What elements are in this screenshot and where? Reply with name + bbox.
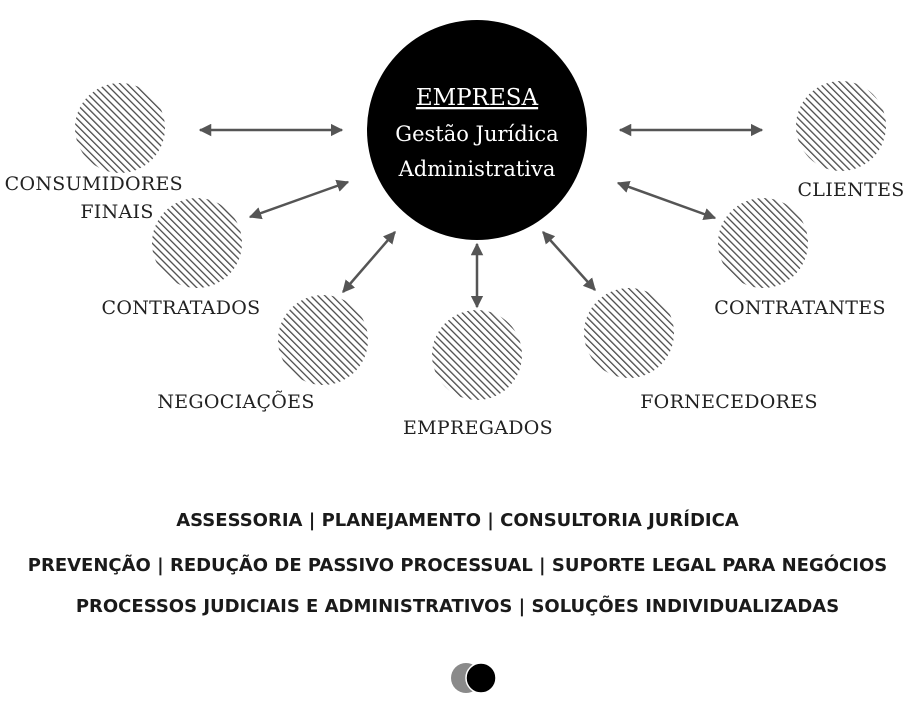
node-contratados: CONTRATADOS [102,198,261,319]
node-label: EMPREGADOS [403,417,553,439]
center-line-1: Gestão Jurídica [395,122,558,146]
hatched-circle [75,83,165,173]
two-circles-logo-icon [451,662,497,694]
node-negociacoes: NEGOCIAÇÕES [157,295,368,413]
services-line-3: PROCESSOS JUDICIAIS E ADMINISTRATIVOS | … [75,596,840,617]
center-line-2: Administrativa [398,157,556,181]
node-clientes: CLIENTES [796,81,904,201]
hatched-circle [152,198,242,288]
arrow-contratantes [616,180,717,221]
node-label: FORNECEDORES [640,391,818,413]
node-label: CONTRATANTES [714,297,886,319]
hatched-circle [278,295,368,385]
services-line-1: ASSESSORIA | PLANEJAMENTO | CONSULTORIA … [176,510,739,531]
arrow-contratados [248,179,350,220]
hatched-circle [796,81,886,171]
node-contratantes: CONTRATANTES [714,198,886,319]
services-line-2: PREVENÇÃO | REDUÇÃO DE PASSIVO PROCESSUA… [27,555,888,576]
hatched-circle [432,310,522,400]
node-empregados: EMPREGADOS [403,310,553,439]
logo-ring [465,662,497,694]
center-title: EMPRESA [416,85,539,111]
node-label: CONSUMIDORES [5,173,183,195]
node-label: CLIENTES [797,179,904,201]
logo-front-circle [466,663,496,693]
arrow-fornecedores [542,231,596,291]
hatched-circle [584,288,674,378]
node-label: NEGOCIAÇÕES [157,390,314,413]
center-node-empresa: EMPRESA Gestão Jurídica Administrativa [367,20,587,240]
hatched-circle [718,198,808,288]
node-label: FINAIS [80,201,153,223]
node-consumidores: CONSUMIDORES FINAIS [5,83,190,223]
svg-text:CONSUMIDORES FINAIS: CONSUMIDORES FINAIS [5,173,190,223]
arrow-negociacoes [342,231,396,293]
connector-arrows [198,123,764,309]
node-label: CONTRATADOS [102,297,261,319]
node-fornecedores: FORNECEDORES [584,288,818,413]
center-circle [367,20,587,240]
